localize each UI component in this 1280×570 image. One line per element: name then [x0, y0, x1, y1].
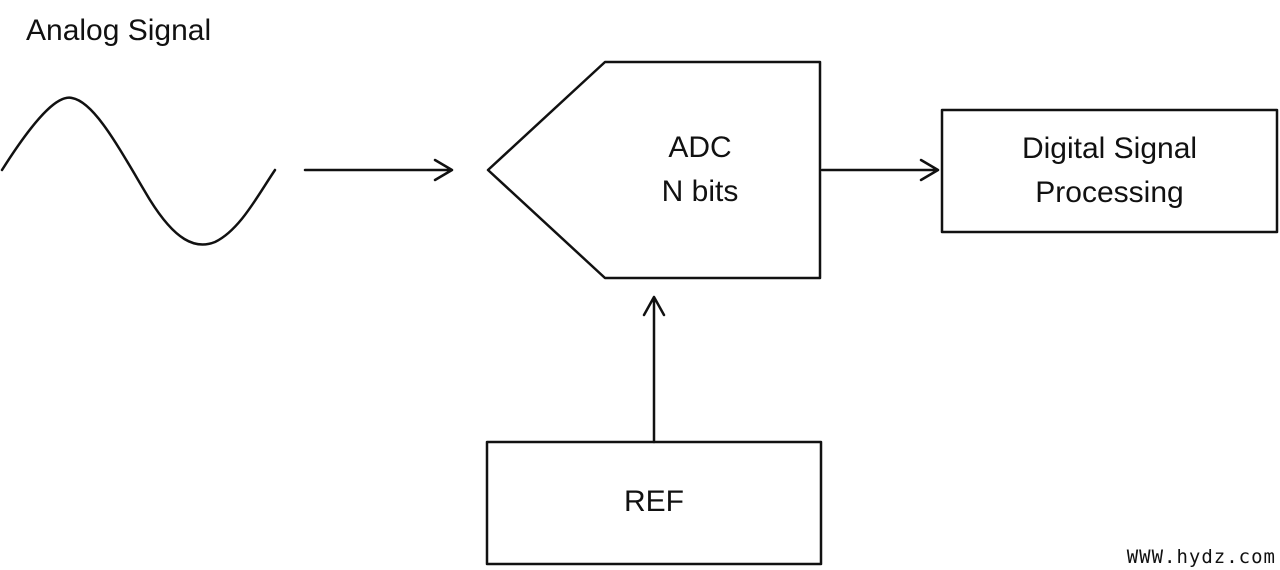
analog-signal-label: Analog Signal [26, 14, 212, 47]
adc-bits: N bits [661, 175, 739, 208]
arrow-analog-to-adc [303, 158, 454, 182]
adc-title: ADC [668, 131, 732, 164]
dsp-line2: Processing [1035, 176, 1184, 209]
adc-block [486, 60, 822, 280]
dsp-line1: Digital Signal [1021, 132, 1198, 165]
sine-wave [0, 96, 277, 246]
arrow-adc-to-dsp [820, 158, 940, 182]
dsp-label: Digital Signal Processing [942, 127, 1277, 215]
arrow-ref-to-adc [642, 295, 666, 444]
ref-block [485, 440, 823, 566]
watermark: WWW.hydz.com [1126, 546, 1276, 568]
adc-label: ADC N bits [620, 126, 780, 214]
ref-label: REF [624, 485, 684, 518]
dsp-block [940, 108, 1279, 234]
